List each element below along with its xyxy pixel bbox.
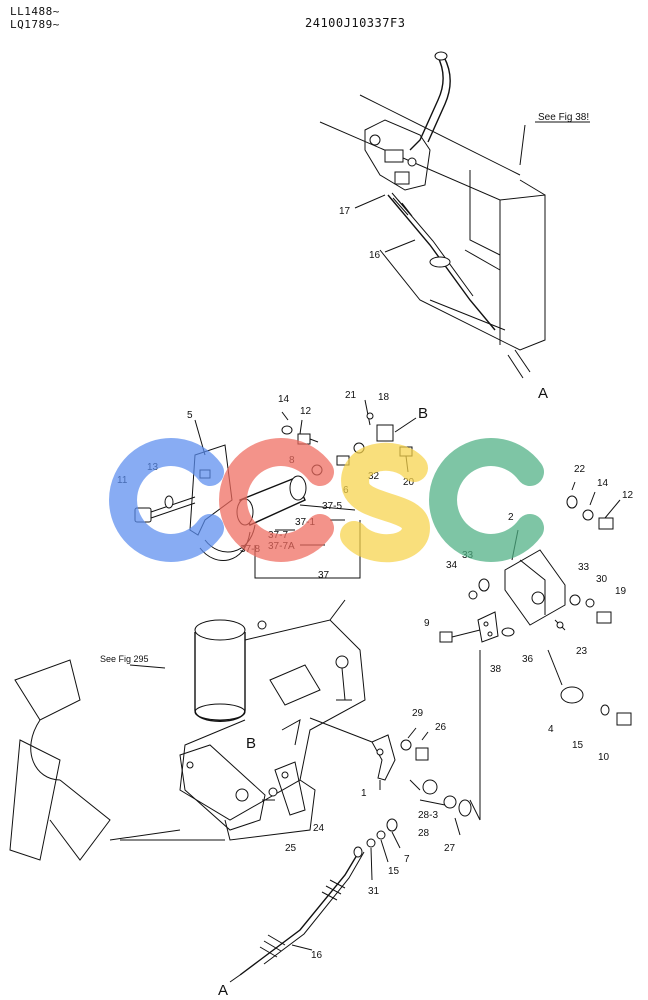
- bottom-cable: [229, 846, 365, 983]
- part-label-36: 36: [522, 654, 534, 665]
- part-label-2: 2: [508, 512, 514, 523]
- watermark-letter-c2: [219, 438, 334, 562]
- part-label-27: 27: [444, 843, 456, 854]
- watermark-letter-c3: [429, 438, 544, 562]
- part-label-15-bottom: 15: [388, 866, 400, 877]
- serial-range-2: LQ1789~: [10, 18, 60, 31]
- watermark-logo: [109, 438, 544, 563]
- part-label-37-5: 37-5: [322, 501, 342, 512]
- part-label-18: 18: [378, 392, 390, 403]
- part-label-19: 19: [615, 586, 627, 597]
- part-label-5: 5: [187, 410, 193, 421]
- part-label-14-left: 14: [278, 394, 290, 405]
- part-label-24: 24: [313, 823, 325, 834]
- part-label-29: 29: [412, 708, 424, 719]
- part-label-16-top: 16: [369, 250, 381, 261]
- part-label-20: 20: [403, 477, 415, 488]
- part-label-37-1: 37-1: [295, 517, 315, 528]
- part-label-28-3: 28-3: [418, 810, 438, 821]
- part-label-25: 25: [285, 843, 297, 854]
- part-label-26: 26: [435, 722, 447, 733]
- part-label-37: 37: [318, 570, 330, 581]
- part-label-16-bottom: 16: [311, 950, 323, 961]
- part-label-33-right: 33: [578, 562, 590, 573]
- part-label-34: 34: [446, 560, 458, 571]
- connection-b-right: B: [418, 405, 428, 422]
- part-label-4: 4: [548, 724, 554, 735]
- watermark-letter-c1: [109, 438, 224, 562]
- part-label-1: 1: [361, 788, 367, 799]
- see-fig-left-ref: See Fig 295: [100, 654, 149, 664]
- part-label-7: 7: [404, 854, 410, 865]
- engine-assembly: [9, 599, 366, 861]
- part-label-9: 9: [424, 618, 430, 629]
- part-label-31: 31: [368, 886, 380, 897]
- connection-a-bottom: A: [218, 982, 228, 999]
- part-label-10: 10: [598, 752, 610, 763]
- drawing-code: 24100J10337F3: [305, 16, 406, 30]
- see-fig-top-ref: See Fig 38!: [538, 112, 589, 123]
- connection-b-left: B: [246, 735, 256, 752]
- part-label-14-right: 14: [597, 478, 609, 489]
- part-label-15-right: 15: [572, 740, 584, 751]
- top-lever-assembly: [319, 51, 590, 379]
- part-label-32: 32: [368, 471, 380, 482]
- part-label-22: 22: [574, 464, 586, 475]
- connection-a-top: A: [538, 385, 548, 402]
- part-label-21: 21: [345, 390, 357, 401]
- part-label-17: 17: [339, 206, 351, 217]
- bracket-2-assembly: [439, 481, 632, 821]
- part-label-28: 28: [418, 828, 430, 839]
- lever-linkage-assembly: [309, 717, 472, 881]
- part-label-30: 30: [596, 574, 608, 585]
- serial-range-1: LL1488~: [10, 5, 60, 18]
- watermark-letter-s: [340, 442, 431, 563]
- part-label-38: 38: [490, 664, 502, 675]
- part-label-23: 23: [576, 646, 588, 657]
- part-label-12-right: 12: [622, 490, 634, 501]
- part-label-12-left: 12: [300, 406, 312, 417]
